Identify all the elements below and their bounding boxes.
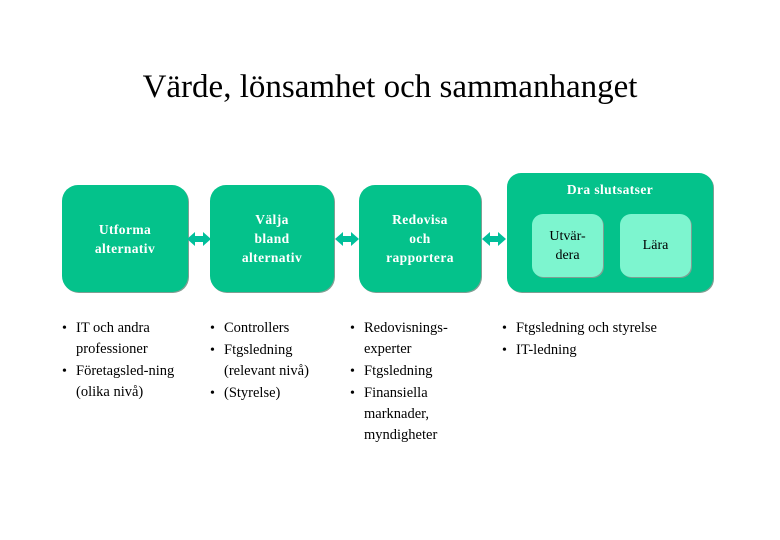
bullet-glyph-icon: • bbox=[62, 364, 67, 379]
bullet-glyph-icon: • bbox=[502, 321, 507, 336]
bullet-column-redovisa: • Redovisnings-experter • Ftgsledning • Fin… bbox=[348, 318, 488, 447]
process-group-heading: Dra slutsatser bbox=[566, 182, 654, 197]
list-item-label: Controllers bbox=[224, 320, 290, 336]
list-item: • Controllers bbox=[208, 318, 338, 339]
process-box-label: Utvär- dera bbox=[549, 228, 586, 263]
list-item: • Ftgsledning bbox=[348, 361, 488, 382]
bullet-glyph-icon: • bbox=[350, 386, 355, 401]
list-item: • Ftgsledning (relevant nivå) bbox=[208, 340, 338, 382]
bullet-column-utforma: • IT och andra professioner • Företagsled-… bbox=[60, 318, 200, 404]
process-box-valja[interactable]: Välja bland alternativ bbox=[210, 185, 334, 292]
list-item: • IT och andra professioner bbox=[60, 318, 200, 360]
bullet-glyph-icon: • bbox=[62, 321, 67, 336]
double-arrow-horizontal-icon bbox=[335, 228, 359, 250]
list-item: • IT-ledning bbox=[500, 340, 780, 361]
bullet-glyph-icon: • bbox=[210, 386, 215, 401]
process-box-label: Redovisa och rapportera bbox=[386, 212, 454, 265]
list-item: • Redovisnings-experter bbox=[348, 318, 488, 360]
double-arrow-horizontal-icon bbox=[187, 228, 211, 250]
list-item: • Företagsled-ning (olika nivå) bbox=[60, 361, 200, 403]
list-item: • Finansiella marknader, myndigheter bbox=[348, 383, 488, 446]
process-box-utvardera[interactable]: Utvär- dera bbox=[532, 214, 603, 277]
list-item-label: Redovisnings-experter bbox=[364, 320, 448, 357]
list-item-label: Finansiella marknader, myndigheter bbox=[364, 385, 438, 443]
process-box-lara[interactable]: Lära bbox=[620, 214, 691, 277]
bullet-glyph-icon: • bbox=[350, 321, 355, 336]
process-box-label: Lära bbox=[642, 238, 669, 253]
process-box-label: Välja bland alternativ bbox=[241, 212, 303, 265]
list-item-label: (Styrelse) bbox=[224, 385, 281, 401]
process-box-redovisa[interactable]: Redovisa och rapportera bbox=[359, 185, 481, 292]
bullet-glyph-icon: • bbox=[350, 364, 355, 379]
process-box-label: Utforma alternativ bbox=[94, 221, 156, 256]
bullet-glyph-icon: • bbox=[210, 321, 215, 336]
list-item: • (Styrelse) bbox=[208, 383, 338, 404]
list-item-label: Företagsled-ning (olika nivå) bbox=[76, 363, 175, 400]
bullet-column-valja: • Controllers • Ftgsledning (relevant nivå… bbox=[208, 318, 338, 405]
list-item-label: Ftgsledning och styrelse bbox=[516, 320, 657, 336]
bullet-list: • Controllers • Ftgsledning (relevant nivå… bbox=[208, 318, 338, 404]
list-item-label: Ftgsledning bbox=[364, 363, 433, 379]
list-item-label: IT och andra professioner bbox=[76, 320, 150, 357]
bullet-list: • Redovisnings-experter • Ftgsledning • Fin… bbox=[348, 318, 488, 446]
list-item-label: Ftgsledning (relevant nivå) bbox=[224, 342, 309, 379]
list-item: • Ftgsledning och styrelse bbox=[500, 318, 780, 339]
bullet-list: • Ftgsledning och styrelse • IT-ledning bbox=[500, 318, 780, 361]
list-item-label: IT-ledning bbox=[516, 342, 577, 358]
bullet-glyph-icon: • bbox=[210, 343, 215, 358]
bullet-glyph-icon: • bbox=[502, 343, 507, 358]
double-arrow-horizontal-icon bbox=[482, 228, 506, 250]
bullet-column-dra-slutsatser: • Ftgsledning och styrelse • IT-ledning bbox=[500, 318, 780, 362]
page-title: Värde, lönsamhet och sammanhanget bbox=[142, 69, 638, 105]
process-box-utforma[interactable]: Utforma alternativ bbox=[62, 185, 188, 292]
process-group-dra-slutsatser[interactable]: Dra slutsatser Utvär- dera Lära bbox=[507, 173, 713, 292]
bullet-list: • IT och andra professioner • Företagsled-… bbox=[60, 318, 200, 403]
